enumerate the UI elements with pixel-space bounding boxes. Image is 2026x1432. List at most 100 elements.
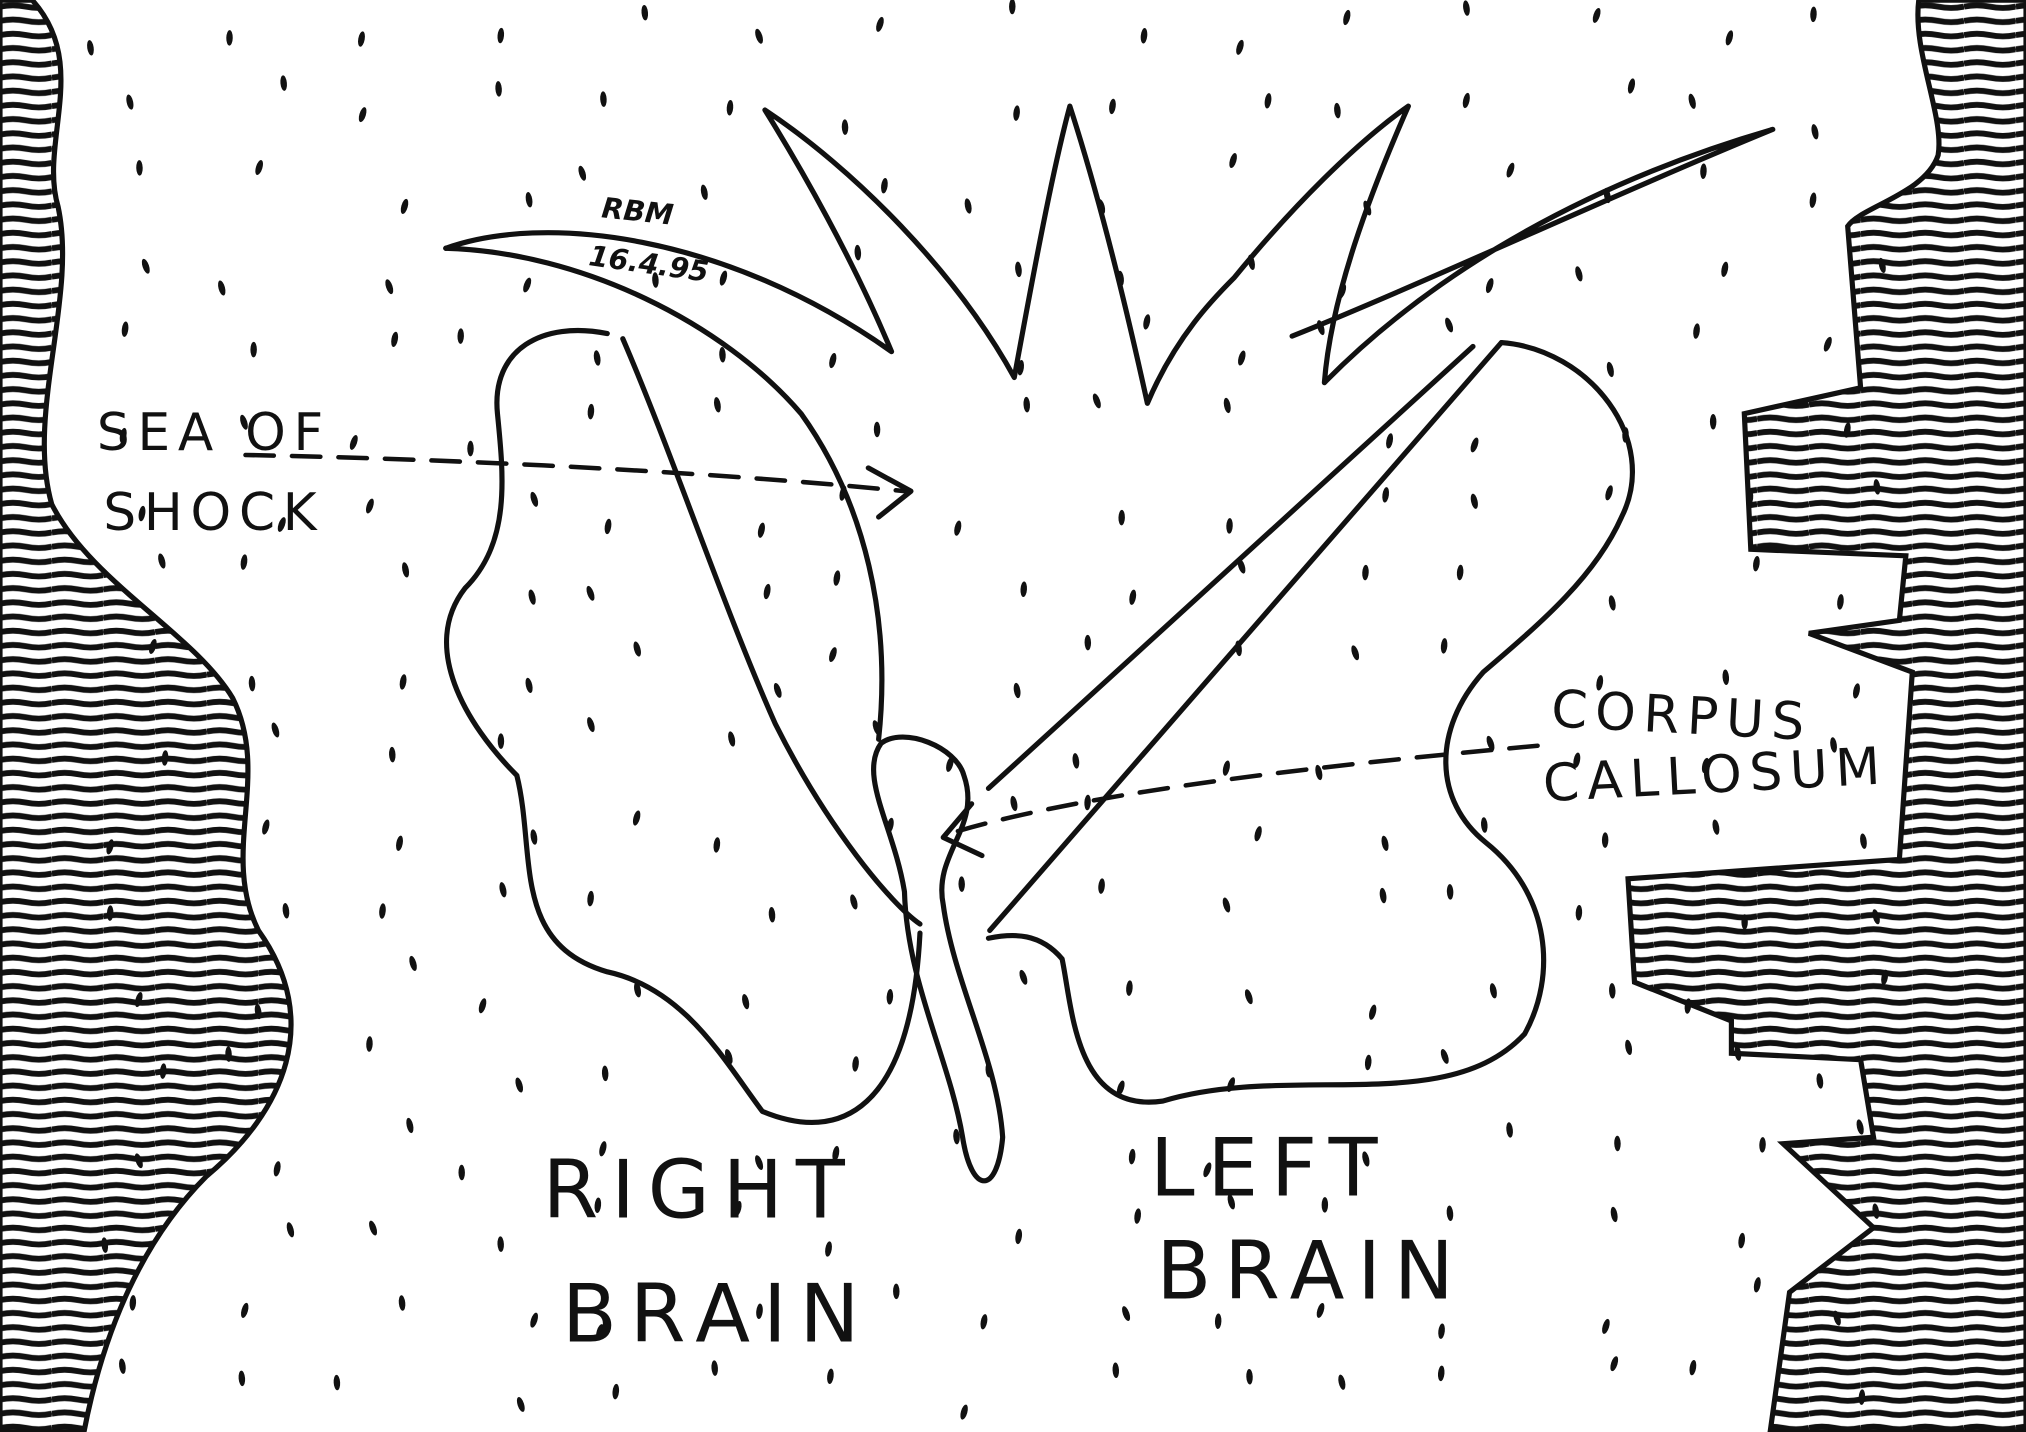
stipple-dot <box>1627 78 1636 94</box>
stipple-dot <box>825 1241 832 1257</box>
corpus-callosum-shape <box>870 734 1006 1184</box>
stipple-dot <box>391 331 399 348</box>
stipple-dot <box>358 107 367 123</box>
stipple-dot <box>1575 266 1583 282</box>
stipple-dot <box>161 750 169 766</box>
stipple-dot <box>467 440 474 457</box>
stipple-dot <box>1610 1356 1619 1372</box>
stipple-dot <box>1852 683 1860 699</box>
stipple-dot <box>136 160 143 176</box>
stipple-dot <box>1437 1365 1445 1382</box>
stipple-dot <box>225 1046 232 1062</box>
stipple-dot <box>954 520 962 536</box>
stipple-dot <box>129 1295 137 1311</box>
stipple-dot <box>1506 1122 1513 1138</box>
stipple-dot <box>398 1295 406 1311</box>
stipple-dot <box>1860 833 1867 849</box>
stipple-dot <box>457 328 464 344</box>
stipple-dot <box>241 1302 249 1318</box>
stipple-dot <box>1203 1162 1212 1178</box>
stipple-dot <box>1010 795 1018 812</box>
stipple-dot <box>1753 1277 1761 1293</box>
stipple-dot <box>1134 1208 1141 1224</box>
stipple-dot <box>1092 393 1101 409</box>
stipple-dot <box>1700 163 1707 179</box>
stipple-dot <box>255 160 263 176</box>
stipple-dot <box>135 992 143 1008</box>
stipple-dot <box>1610 1206 1618 1223</box>
stipple-dot <box>1226 518 1233 534</box>
stipple-dot <box>599 1141 607 1157</box>
stipple-dot <box>1489 983 1497 999</box>
stipple-dot <box>1741 914 1748 930</box>
stipple-dot <box>632 810 641 826</box>
stipple-dot <box>1254 826 1262 842</box>
stipple-dot <box>854 244 862 261</box>
stipple-dot <box>349 435 358 450</box>
stipple-dot <box>1506 162 1515 178</box>
stipple-dot <box>700 184 708 200</box>
stipple-dot <box>1214 1313 1222 1329</box>
stipple-dot <box>134 1153 143 1169</box>
sea-of-shock-arrowhead <box>865 465 914 520</box>
stipple-dot <box>1573 752 1581 768</box>
stipple-dot <box>1689 1359 1697 1376</box>
stipple-dot <box>1446 1205 1454 1222</box>
stipple-dot <box>1684 998 1692 1014</box>
stipple-dot <box>1244 989 1253 1005</box>
stipple-dot <box>1369 1004 1377 1020</box>
stipple-dot <box>1343 9 1351 26</box>
stipple-dot <box>1601 832 1609 848</box>
stipple-dot <box>1470 493 1478 509</box>
stipple-dot <box>1614 1135 1621 1152</box>
stipple-dot <box>101 1237 109 1253</box>
stipple-dot <box>1084 794 1091 811</box>
stipple-dot <box>1872 909 1880 925</box>
corpus-strip-line-2 <box>987 340 1504 934</box>
stipple-dot <box>126 94 134 110</box>
stipple-dot <box>400 198 409 214</box>
stipple-dot <box>1238 350 1246 366</box>
stipple-dot <box>1316 1302 1325 1318</box>
stipple-dot <box>593 350 601 366</box>
label-right-brain: BRAIN <box>562 1267 872 1360</box>
stipple-dot <box>755 1155 764 1170</box>
stipple-dot <box>1236 39 1244 55</box>
stipple-dot <box>1143 314 1151 330</box>
stipple-dot <box>1321 1197 1329 1213</box>
stipple-dot <box>1609 983 1616 999</box>
stipple-dot <box>1725 30 1734 46</box>
stipple-dot <box>1881 969 1889 986</box>
stipple-dot <box>586 585 595 601</box>
stipple-dot <box>958 876 965 892</box>
stipple-dot <box>1334 102 1341 119</box>
stipple-dot <box>1843 422 1851 438</box>
stipple-dot <box>1738 1232 1746 1249</box>
stipple-dot <box>728 731 736 747</box>
stipple-dot <box>841 119 849 135</box>
stipple-dot <box>262 819 270 835</box>
stipple-dot <box>763 583 771 600</box>
stipple-dot <box>1020 581 1027 598</box>
stipple-dot <box>273 1161 281 1177</box>
corpus-callosum-arrow <box>947 743 1540 836</box>
stipple-dot <box>1878 257 1886 274</box>
stipple-dot <box>1816 1073 1824 1089</box>
signature: RBM 16.4.95 <box>587 191 711 288</box>
stipple-dot <box>1013 682 1021 699</box>
stipple-dot <box>159 1063 167 1079</box>
stipple-dot <box>964 198 972 214</box>
stipple-dot <box>1118 509 1125 526</box>
stipple-dot <box>1872 1203 1880 1219</box>
stipple-dot <box>1015 1228 1023 1245</box>
stipple-dot <box>1440 638 1448 654</box>
stipple-dot <box>886 989 894 1005</box>
label-callosum: CALLOSUM <box>1542 736 1890 814</box>
label-right: RIGHT <box>543 1143 858 1236</box>
stipple-dot <box>1830 737 1837 753</box>
stipple-dot <box>1701 757 1710 774</box>
stipple-dot <box>1351 645 1360 661</box>
stipple-dot <box>358 31 365 47</box>
stipple-dot <box>1109 98 1116 115</box>
